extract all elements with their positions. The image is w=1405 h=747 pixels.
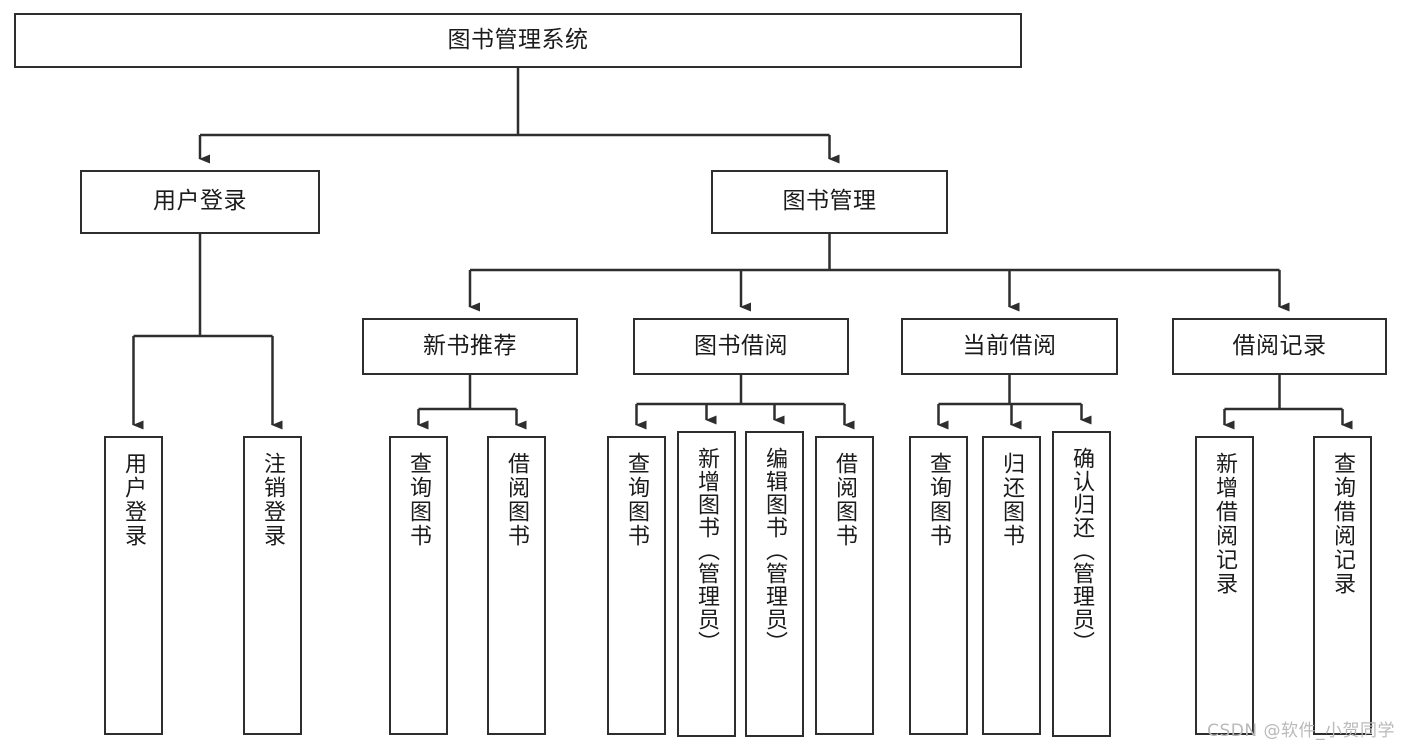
node-label: 查询图书 <box>624 452 650 548</box>
node-leaf-br-borrow[interactable]: 借阅图书 <box>815 436 874 735</box>
node-label: 注销登录 <box>260 452 286 548</box>
node-leaf-rec-query[interactable]: 查询借阅记录 <box>1313 436 1372 735</box>
node-leaf-user-logout[interactable]: 注销登录 <box>243 436 302 735</box>
node-label: 借阅图书 <box>504 452 530 548</box>
node-bookmgmt[interactable]: 图书管理 <box>711 170 948 234</box>
node-leaf-nb-borrow[interactable]: 借阅图书 <box>487 436 546 735</box>
node-leaf-cur-query[interactable]: 查询图书 <box>909 436 968 735</box>
node-records[interactable]: 借阅记录 <box>1172 318 1387 375</box>
node-leaf-br-query[interactable]: 查询图书 <box>607 436 666 735</box>
node-label: 新书推荐 <box>423 332 517 359</box>
node-label: 查询图书 <box>926 452 952 548</box>
node-leaf-cur-return[interactable]: 归还图书 <box>982 436 1041 735</box>
node-newbook[interactable]: 新书推荐 <box>362 318 578 375</box>
node-leaf-rec-add[interactable]: 新增借阅记录 <box>1195 436 1254 735</box>
node-label: 借阅图书 <box>832 452 858 548</box>
node-label: 查询借阅记录 <box>1330 452 1356 596</box>
node-leaf-user-login[interactable]: 用户登录 <box>104 436 163 735</box>
node-label: 新增借阅记录 <box>1212 452 1238 596</box>
node-label: 当前借阅 <box>962 332 1057 359</box>
node-label: 归还图书 <box>999 452 1025 548</box>
node-leaf-nb-query[interactable]: 查询图书 <box>389 436 448 735</box>
node-label: 新增图书（管理员） <box>694 447 720 654</box>
node-leaf-br-add[interactable]: 新增图书（管理员） <box>677 431 736 737</box>
node-label: 图书管理系统 <box>447 26 589 53</box>
node-leaf-cur-confirm[interactable]: 确认归还（管理员） <box>1052 431 1111 737</box>
node-borrow[interactable]: 图书借阅 <box>633 318 849 375</box>
node-label: 图书借阅 <box>694 332 788 359</box>
watermark-label: CSDN @软件_小贺同学 <box>1207 721 1395 741</box>
node-label: 用户登录 <box>153 188 247 215</box>
node-current[interactable]: 当前借阅 <box>901 318 1118 375</box>
node-root[interactable]: 图书管理系统 <box>14 13 1022 68</box>
node-label: 用户登录 <box>121 452 147 548</box>
node-login[interactable]: 用户登录 <box>80 170 320 234</box>
node-label: 借阅记录 <box>1232 332 1327 359</box>
node-label: 编辑图书（管理员） <box>762 447 788 654</box>
node-label: 查询图书 <box>406 452 432 548</box>
node-label: 确认归还（管理员） <box>1069 447 1095 654</box>
node-label: 图书管理 <box>782 188 877 215</box>
node-leaf-br-edit[interactable]: 编辑图书（管理员） <box>745 431 804 737</box>
